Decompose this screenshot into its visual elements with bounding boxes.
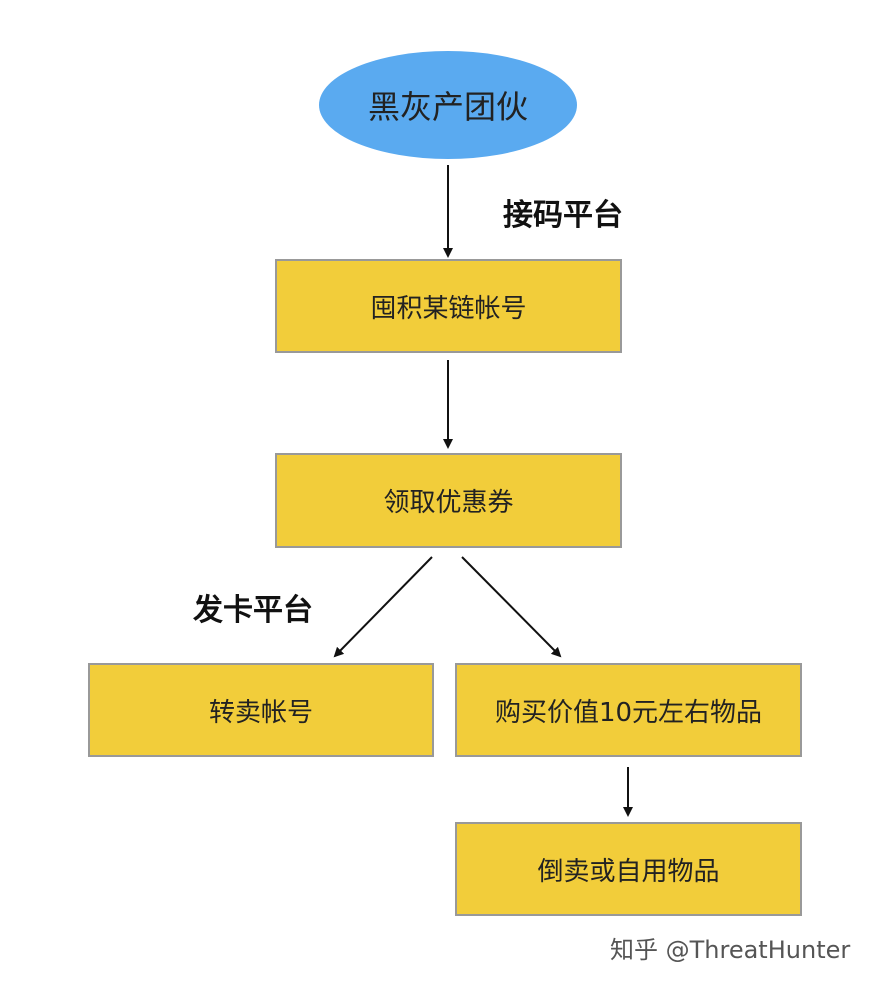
edge-label-card-platform: 发卡平台 xyxy=(193,593,313,628)
node-buy-items-label: 购买价值10元左右物品 xyxy=(494,697,763,728)
node-resell-accounts: 转卖帐号 xyxy=(88,663,434,757)
node-hoard-accounts: 囤积某链帐号 xyxy=(275,259,622,353)
node-gang-label: 黑灰产团伙 xyxy=(367,88,528,126)
arrow-claim-to-buy xyxy=(461,556,562,658)
node-claim-coupons: 领取优惠券 xyxy=(275,453,622,548)
node-buy-items: 购买价值10元左右物品 xyxy=(455,663,802,757)
node-resell-or-use: 倒卖或自用物品 xyxy=(455,822,802,916)
node-claim-coupons-label: 领取优惠券 xyxy=(383,488,514,518)
node-gang: 黑灰产团伙 xyxy=(319,51,577,159)
arrow-claim-to-resell xyxy=(333,556,433,658)
node-resell-accounts-label: 转卖帐号 xyxy=(208,697,313,728)
node-hoard-accounts-label: 囤积某链帐号 xyxy=(370,293,527,324)
edge-label-sms-platform: 接码平台 xyxy=(503,198,623,233)
node-resell-or-use-label: 倒卖或自用物品 xyxy=(537,856,720,887)
watermark: 知乎 @ThreatHunter xyxy=(610,936,851,964)
